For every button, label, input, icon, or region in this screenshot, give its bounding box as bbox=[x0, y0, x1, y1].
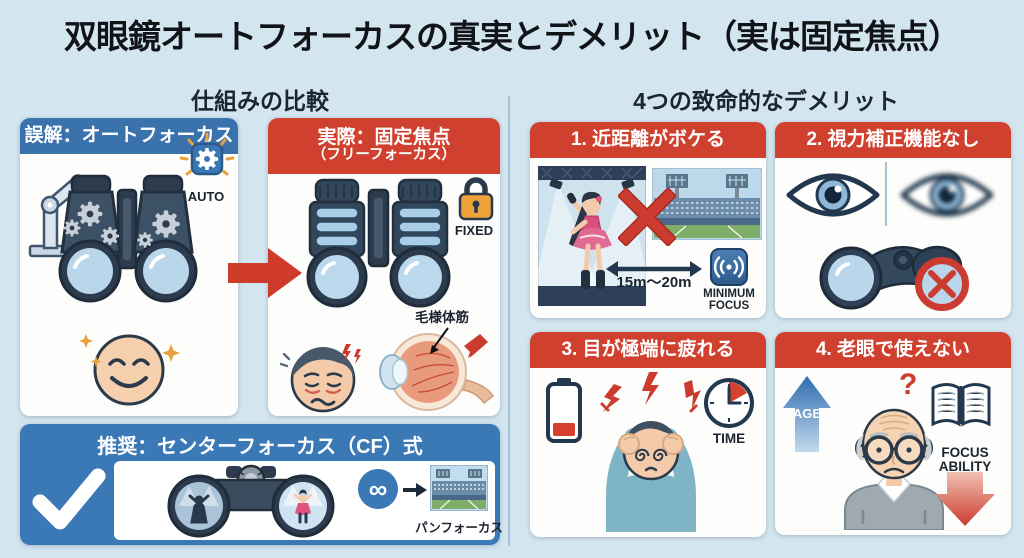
focus-ability-label: FOCUS ABILITY bbox=[927, 445, 1003, 475]
age-label: AGE bbox=[792, 406, 822, 421]
low-battery-icon bbox=[546, 378, 582, 443]
time-clock-icon bbox=[704, 378, 754, 428]
recommend-box: 推奨：センターフォーカス（CF）式 bbox=[20, 424, 503, 545]
recommend-header: 推奨：センターフォーカス（CF）式 bbox=[97, 436, 423, 458]
time-label: TIME bbox=[712, 431, 746, 446]
infinity-symbol: ∞ bbox=[368, 474, 388, 504]
question-mark: ? bbox=[899, 368, 918, 401]
demerit-card-1: 1. 近距離がボケる bbox=[530, 122, 766, 318]
age-up-arrow-icon bbox=[783, 376, 831, 452]
right-arrow-icon bbox=[403, 483, 427, 497]
cross-mark-icon bbox=[618, 188, 676, 246]
demerit-1-header: 1. 近距離がボケる bbox=[530, 122, 766, 158]
focus-down-arrow-icon bbox=[935, 472, 995, 526]
focus-ability-line2: ABILITY bbox=[938, 459, 992, 475]
minimum-focus-icon bbox=[710, 248, 748, 286]
no-diopter-binoculars-icon bbox=[819, 245, 969, 311]
right-section-heading: 4つの致命的なデメリット bbox=[633, 88, 899, 114]
demerit-card-2: 2. 視力補正機能なし bbox=[775, 122, 1011, 318]
stressed-person-illustration bbox=[600, 372, 701, 532]
ciliary-muscle-label: 毛様体筋 bbox=[415, 310, 469, 325]
section-divider bbox=[508, 96, 510, 546]
idol-stage-image bbox=[538, 166, 646, 306]
tired-face-icon bbox=[280, 344, 361, 413]
auto-label: AUTO bbox=[187, 189, 225, 204]
reality-header-line1: 実際：固定焦点 bbox=[317, 127, 451, 149]
stadium-thumbnail bbox=[430, 465, 488, 511]
panfocus-label: パンフォーカス bbox=[415, 521, 503, 535]
left-section-heading: 仕組みの比較 bbox=[191, 88, 329, 114]
auto-gear-badge-icon bbox=[179, 132, 235, 176]
minimum-focus-line1: MINIMUM bbox=[703, 288, 755, 300]
checkmark-icon bbox=[32, 468, 106, 530]
happy-face-icon bbox=[79, 334, 180, 406]
distance-label: 15m～20m bbox=[616, 274, 692, 291]
misconception-header: 誤解：オートフォーカス bbox=[20, 118, 238, 154]
distance-arrow-icon bbox=[606, 261, 702, 277]
demerit-4-header: 4. 老眼で使えない bbox=[775, 332, 1011, 368]
misconception-panel: 誤解：オートフォーカス bbox=[20, 118, 238, 416]
reality-header-line2: （フリーフォーカス） bbox=[311, 147, 457, 164]
elderly-man-illustration bbox=[844, 408, 944, 530]
book-icon bbox=[931, 383, 991, 427]
panfocus-binoculars-illustration bbox=[167, 464, 335, 538]
fixed-lock-icon bbox=[458, 177, 494, 221]
page-title: 双眼鏡オートフォーカスの真実とデメリット（実は固定焦点） bbox=[64, 18, 961, 55]
demerit-card-3: 3. 目が極端に疲れる TIME bbox=[530, 332, 766, 537]
binoculars-gears-illustration bbox=[58, 174, 198, 303]
clear-eye-icon bbox=[786, 173, 880, 217]
stadium-image bbox=[652, 168, 762, 240]
minimum-focus-line2: FOCUS bbox=[708, 300, 750, 313]
fixed-label: FIXED bbox=[454, 223, 494, 238]
fixed-binoculars-illustration bbox=[306, 178, 451, 308]
reality-panel: 実際：固定焦点 （フリーフォーカス） FIXED bbox=[268, 118, 500, 416]
reality-header: 実際：固定焦点 （フリーフォーカス） bbox=[268, 118, 500, 174]
eye-anatomy-illustration bbox=[379, 327, 494, 411]
minimum-focus-label: MINIMUM FOCUS bbox=[694, 288, 764, 312]
demerit-2-header: 2. 視力補正機能なし bbox=[775, 122, 1011, 158]
transition-arrow-icon bbox=[228, 248, 302, 298]
blurry-eye-icon bbox=[900, 173, 994, 217]
eye-divider bbox=[885, 162, 887, 226]
recommend-content-panel: ∞ パンフォーカス bbox=[114, 461, 503, 540]
infinity-icon: ∞ bbox=[358, 469, 398, 509]
focus-ability-line1: FOCUS bbox=[941, 445, 989, 460]
demerit-3-header: 3. 目が極端に疲れる bbox=[530, 332, 766, 368]
demerit-card-4: 4. 老眼で使えない AGE ? bbox=[775, 332, 1011, 535]
